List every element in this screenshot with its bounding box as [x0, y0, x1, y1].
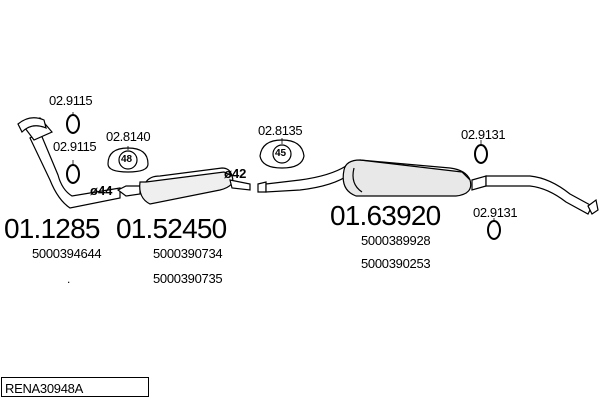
ref-clamp-right-top: 02.9131 — [461, 127, 506, 142]
oe-front-pipe-1: 5000394644 — [32, 246, 102, 261]
hanger-badge-45: 45 — [275, 148, 287, 159]
center-silencer — [116, 167, 251, 205]
rear-silencer — [342, 159, 472, 197]
diameter-label-42: ø42 — [224, 166, 247, 181]
intermediate-pipe — [257, 165, 351, 193]
hanger-badge-48: 48 — [121, 154, 133, 165]
ref-clamp-right-bottom: 02.9131 — [473, 205, 518, 220]
oe-rear-silencer-2: 5000390253 — [361, 256, 431, 271]
clamp-ring-right-bottom — [487, 220, 501, 240]
clamp-ring-right-top — [474, 144, 488, 164]
part-number-rear-silencer: 01.63920 — [330, 200, 441, 231]
part-number-center-silencer: 01.52450 — [116, 213, 227, 244]
oe-center-silencer-2: 5000390735 — [153, 271, 223, 286]
diameter-label-44: ø44 — [90, 183, 113, 198]
clamp-rings — [66, 114, 501, 240]
ref-hanger-45: 02.8135 — [258, 123, 303, 138]
oe-center-silencer-1: 5000390734 — [153, 246, 223, 261]
clamp-ring-top-left — [66, 114, 80, 134]
diagram-code: RENA30948A — [5, 381, 83, 396]
stray-dot: . — [67, 272, 71, 286]
tail-pipe — [471, 175, 599, 215]
oe-rear-silencer-1: 5000389928 — [361, 233, 431, 248]
front-pipe — [17, 117, 121, 209]
ref-clamp-top-left: 02.9115 — [49, 93, 93, 108]
leader-lines — [72, 112, 495, 222]
ref-hanger-48: 02.8140 — [106, 129, 151, 144]
clamp-ring-mid-left — [66, 164, 80, 184]
diagram-code-box: RENA30948A — [1, 377, 149, 397]
part-number-front-pipe: 01.1285 — [4, 213, 100, 244]
ref-clamp-mid-left: 02.9115 — [53, 139, 97, 154]
hanger-rings — [118, 144, 292, 170]
